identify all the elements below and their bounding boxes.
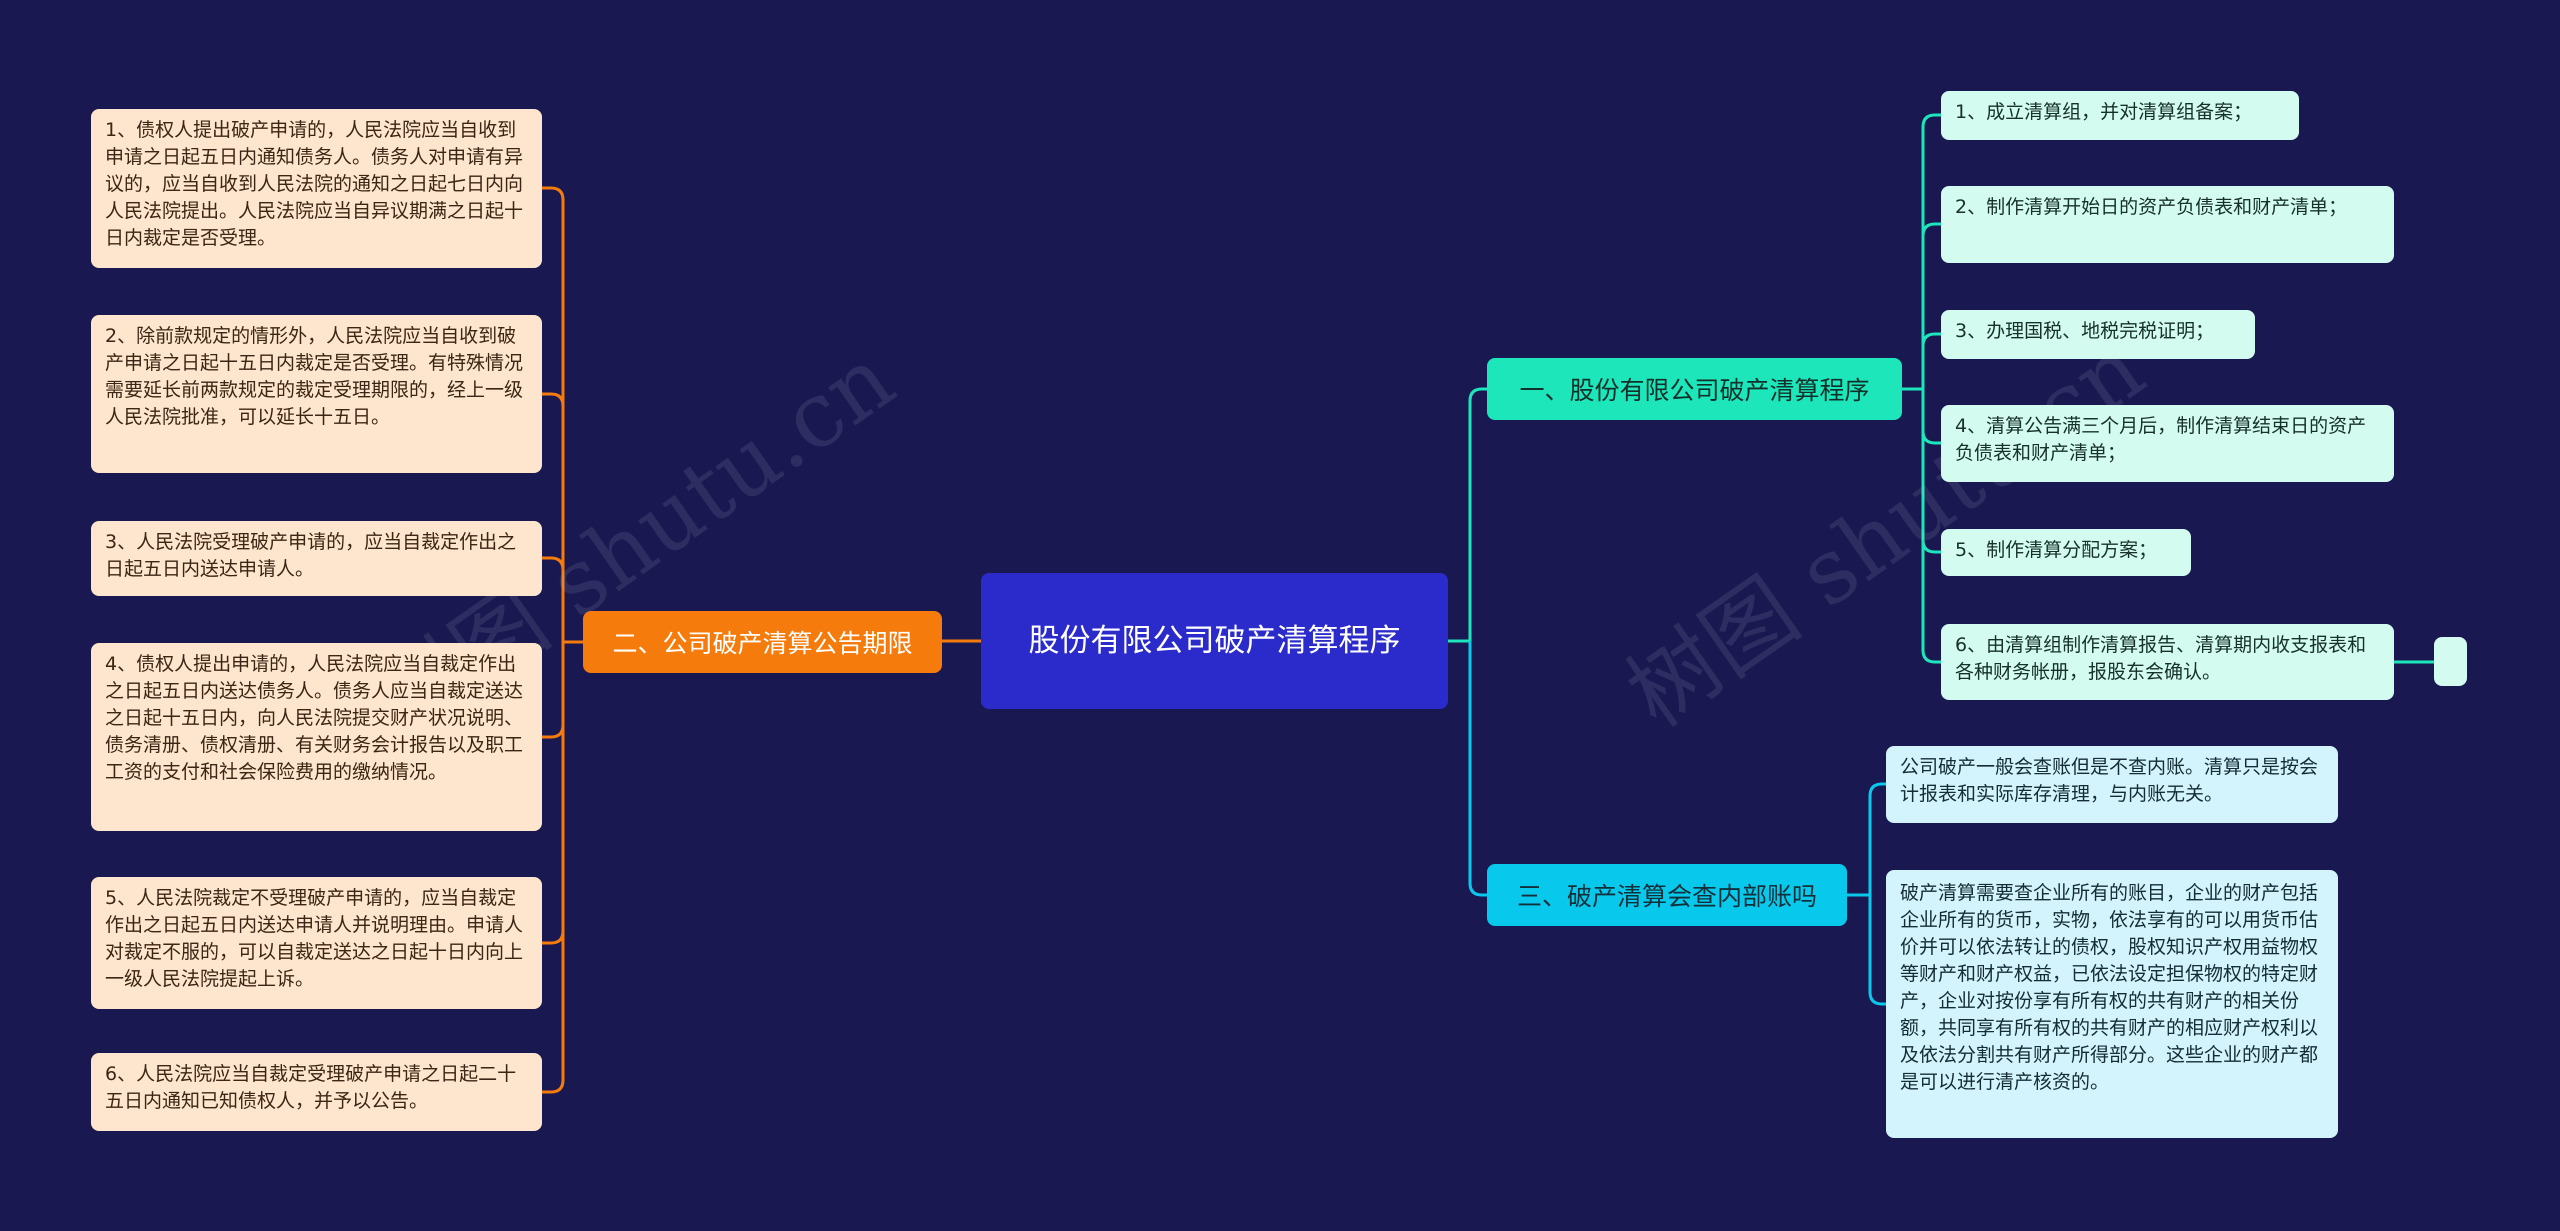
branch-liquidation-procedure[interactable]: 一、股份有限公司破产清算程序 — [1487, 358, 1902, 420]
leaf-right1-2[interactable]: 2、制作清算开始日的资产负债表和财产清单； — [1941, 186, 2394, 263]
right3-links — [1847, 782, 1886, 1006]
leaf-left-2[interactable]: 2、除前款规定的情形外，人民法院应当自收到破产申请之日起十五日内裁定是否受理。有… — [91, 315, 542, 473]
leaf-left-6[interactable]: 6、人民法院应当自裁定受理破产申请之日起二十五日内通知已知债权人，并予以公告。 — [91, 1053, 542, 1131]
leaf-right1-1[interactable]: 1、成立清算组，并对清算组备案； — [1941, 91, 2299, 140]
empty-child-node[interactable] — [2434, 637, 2467, 686]
leaf-right1-5[interactable]: 5、制作清算分配方案； — [1941, 529, 2191, 576]
leaf-left-4[interactable]: 4、债权人提出申请的，人民法院应当自裁定作出之日起五日内送达债务人。债务人应当自… — [91, 643, 542, 831]
left-links — [542, 186, 583, 1094]
right1-links — [1902, 113, 2434, 664]
leaf-left-3[interactable]: 3、人民法院受理破产申请的，应当自裁定作出之日起五日内送达申请人。 — [91, 521, 542, 596]
leaf-right1-3[interactable]: 3、办理国税、地税完税证明； — [1941, 310, 2255, 359]
leaf-right3-2[interactable]: 破产清算需要查企业所有的账目，企业的财产包括企业所有的货币，实物，依法享有的可以… — [1886, 870, 2338, 1138]
leaf-right3-1[interactable]: 公司破产一般会查账但是不查内账。清算只是按会计报表和实际库存清理，与内账无关。 — [1886, 746, 2338, 823]
leaf-left-1[interactable]: 1、债权人提出破产申请的，人民法院应当自收到申请之日起五日内通知债务人。债务人对… — [91, 109, 542, 268]
branch-internal-accounts[interactable]: 三、破产清算会查内部账吗 — [1487, 864, 1847, 926]
leaf-right1-6[interactable]: 6、由清算组制作清算报告、清算期内收支报表和各种财务帐册，报股东会确认。 — [1941, 624, 2394, 700]
leaf-left-5[interactable]: 5、人民法院裁定不受理破产申请的，应当自裁定作出之日起五日内送达申请人并说明理由… — [91, 877, 542, 1009]
leaf-right1-4[interactable]: 4、清算公告满三个月后，制作清算结束日的资产负债表和财产清单； — [1941, 405, 2394, 482]
branch-announcement-deadline[interactable]: 二、公司破产清算公告期限 — [583, 611, 942, 673]
right-links-center — [1448, 387, 1487, 897]
central-topic[interactable]: 股份有限公司破产清算程序 — [981, 573, 1448, 709]
